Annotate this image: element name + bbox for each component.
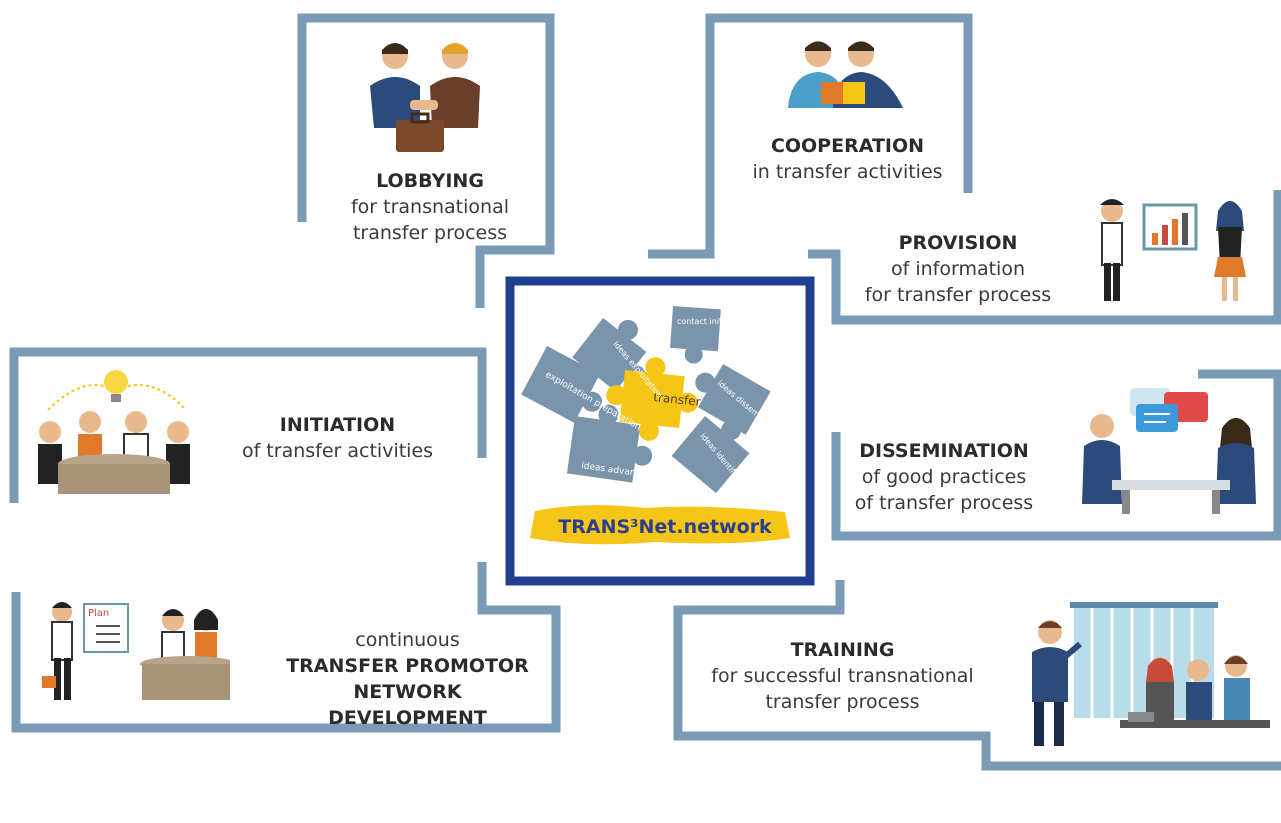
- center-puzzle-box: transfer contact initiation ideas exploi…: [505, 276, 815, 586]
- cooperation-frame: [648, 13, 973, 259]
- lobbying-line2: transfer process: [352, 222, 508, 244]
- initiation-line1: of transfer activities: [241, 440, 434, 462]
- lobbying-title: LOBBYING: [376, 170, 484, 192]
- provision-line2: for transfer process: [864, 284, 1052, 306]
- planning-illustration: Plan: [42, 602, 230, 700]
- provision-frame: [808, 249, 1281, 325]
- lobbying-line1: for transnational: [350, 196, 509, 218]
- training-frame: [673, 580, 1281, 771]
- cooperation-block: COOPERATION in transfer activities: [720, 133, 975, 185]
- dissemination-title: DISSEMINATION: [859, 440, 1029, 462]
- initiation-block: INITIATION of transfer activities: [230, 412, 445, 464]
- dissemination-block: DISSEMINATION of good practices of trans…: [838, 438, 1050, 516]
- dissemination-line2: of transfer process: [854, 492, 1034, 514]
- piece-label: contact initiation: [677, 317, 745, 326]
- meeting-idea-illustration: [38, 370, 190, 494]
- cooperation-title: COOPERATION: [770, 135, 925, 157]
- puzzle-piece: [695, 364, 771, 435]
- promotor-block: continuous TRANSFER PROMOTOR NETWORK DEV…: [275, 627, 540, 731]
- training-block: TRAINING for successful transnational tr…: [700, 637, 985, 715]
- initiation-title: INITIATION: [279, 414, 396, 436]
- provision-block: PROVISION of information for transfer pr…: [848, 230, 1068, 308]
- provision-title: PROVISION: [898, 232, 1018, 254]
- dissemination-line1: of good practices: [861, 466, 1027, 488]
- promotor-line0: continuous: [355, 629, 460, 651]
- piece-label: transfer: [653, 390, 702, 409]
- classroom-training-illustration: [1032, 602, 1270, 746]
- presentation-chart-illustration: [1100, 199, 1246, 301]
- conversation-illustration: [1082, 388, 1256, 514]
- plan-label: Plan: [88, 608, 109, 619]
- dissemination-frame: [831, 432, 1281, 541]
- puzzle-piece-transfer: [606, 357, 698, 441]
- puzzle-piece: [566, 404, 653, 483]
- provision-line1: of information: [890, 258, 1025, 280]
- training-line1: for successful transnational: [711, 665, 974, 687]
- training-title: TRAINING: [790, 639, 895, 661]
- puzzle-piece: [670, 306, 721, 364]
- cooperation-line1: in transfer activities: [752, 161, 943, 183]
- initiation-frame: [9, 347, 487, 503]
- dissemination-frame-top: [1198, 369, 1281, 536]
- puzzle-piece: [521, 346, 603, 423]
- handshake-illustration: [370, 43, 480, 152]
- network-logo: TRANS³Net.network: [558, 516, 772, 538]
- puzzle-piece: [671, 416, 750, 494]
- lobbying-block: LOBBYING for transnational transfer proc…: [320, 168, 540, 246]
- logo-brush: [530, 505, 790, 545]
- lobbying-frame: [297, 13, 555, 308]
- promotor-frame: [11, 562, 561, 733]
- promotor-title1: TRANSFER PROMOTOR: [286, 655, 529, 677]
- training-line2: transfer process: [765, 691, 920, 713]
- puzzle-team-illustration: [788, 41, 903, 108]
- promotor-title2: NETWORK DEVELOPMENT: [328, 681, 487, 729]
